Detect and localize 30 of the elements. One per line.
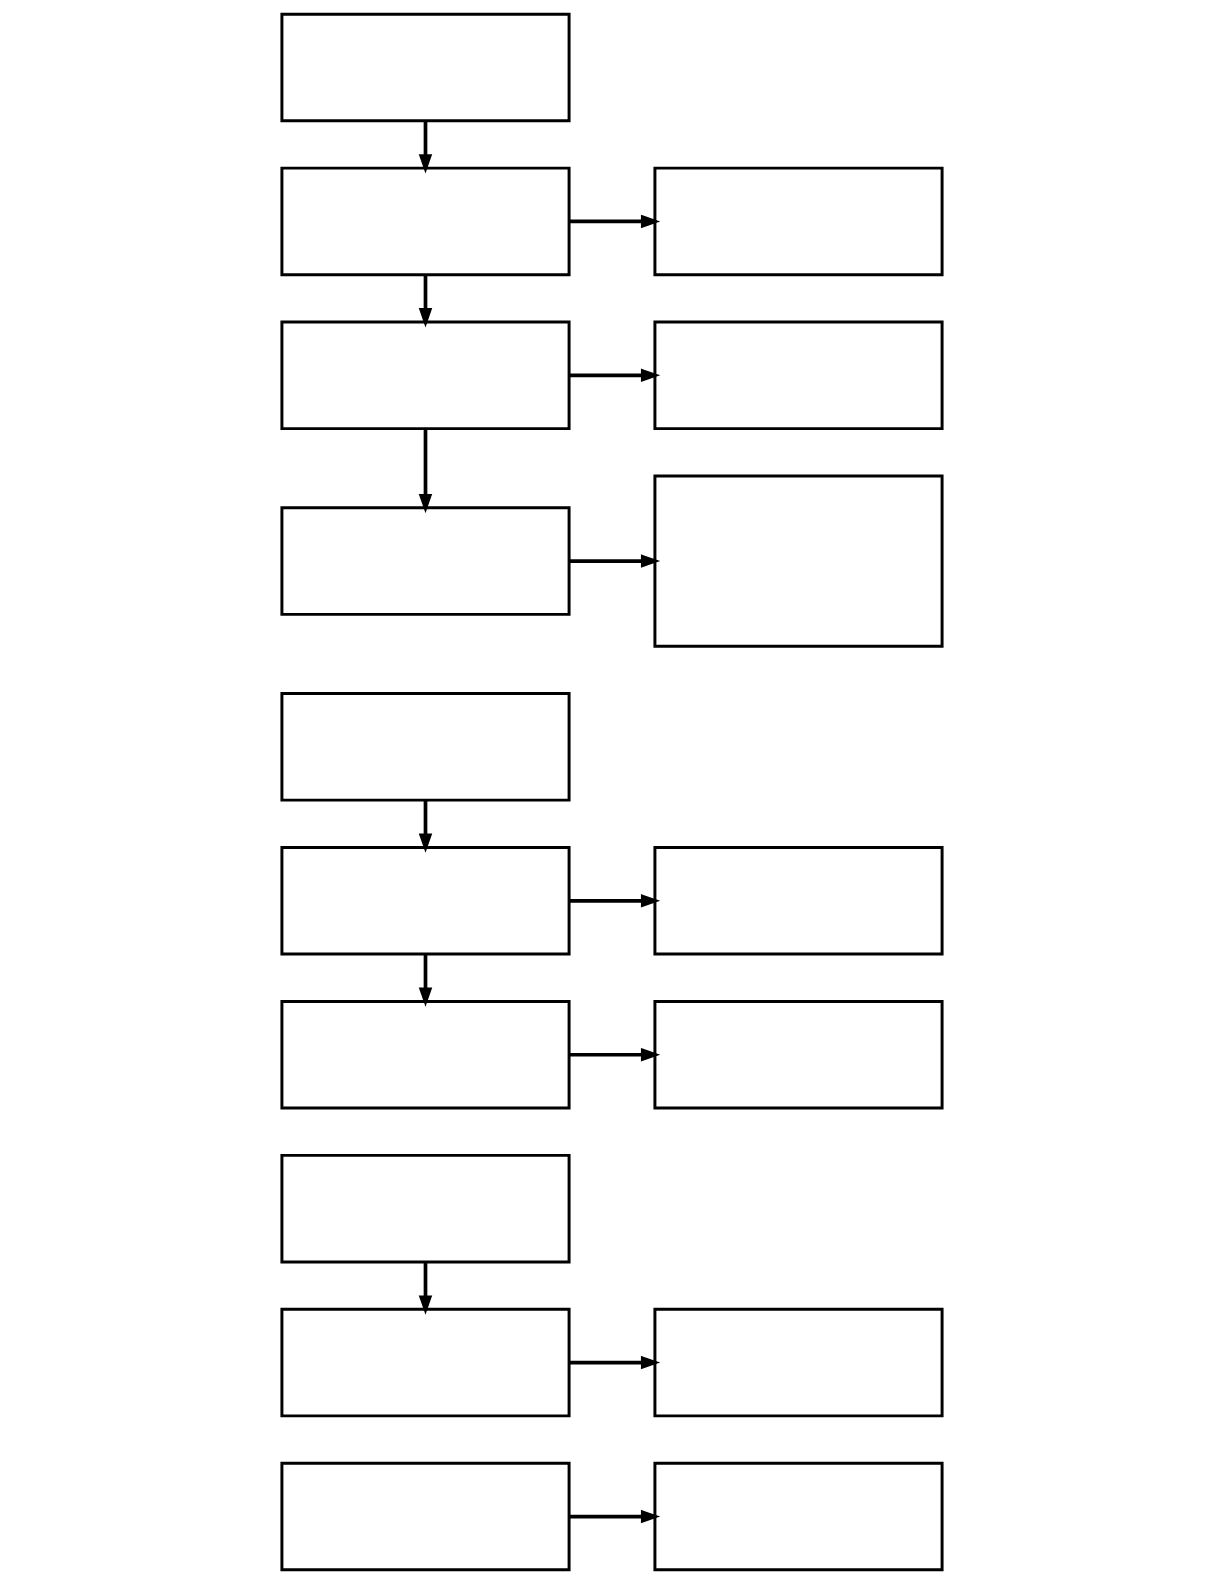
node-box — [653, 474, 944, 648]
node-box — [280, 1307, 571, 1418]
arrow — [569, 368, 661, 383]
node-box — [280, 166, 571, 277]
arrow — [418, 428, 433, 514]
node-box — [653, 320, 944, 431]
node-box — [280, 999, 571, 1110]
node-box — [653, 166, 944, 277]
node-box — [280, 846, 571, 956]
node-box — [280, 506, 571, 616]
node-box — [653, 1461, 944, 1572]
node-box — [280, 1153, 571, 1264]
arrow — [569, 1355, 661, 1370]
arrow — [418, 800, 433, 853]
arrow — [418, 274, 433, 328]
node-box — [280, 1461, 571, 1572]
node-box — [280, 320, 571, 431]
arrow — [418, 1262, 433, 1315]
node-box — [280, 692, 571, 802]
arrow — [418, 120, 433, 174]
arrow — [569, 894, 661, 908]
node-box — [653, 846, 944, 956]
node-box — [653, 999, 944, 1110]
node-box — [653, 1307, 944, 1418]
node-box — [280, 12, 571, 123]
arrow — [418, 954, 433, 1007]
arrow — [569, 1509, 661, 1524]
arrow — [569, 1048, 661, 1062]
arrow — [569, 554, 661, 568]
arrow — [569, 214, 661, 229]
